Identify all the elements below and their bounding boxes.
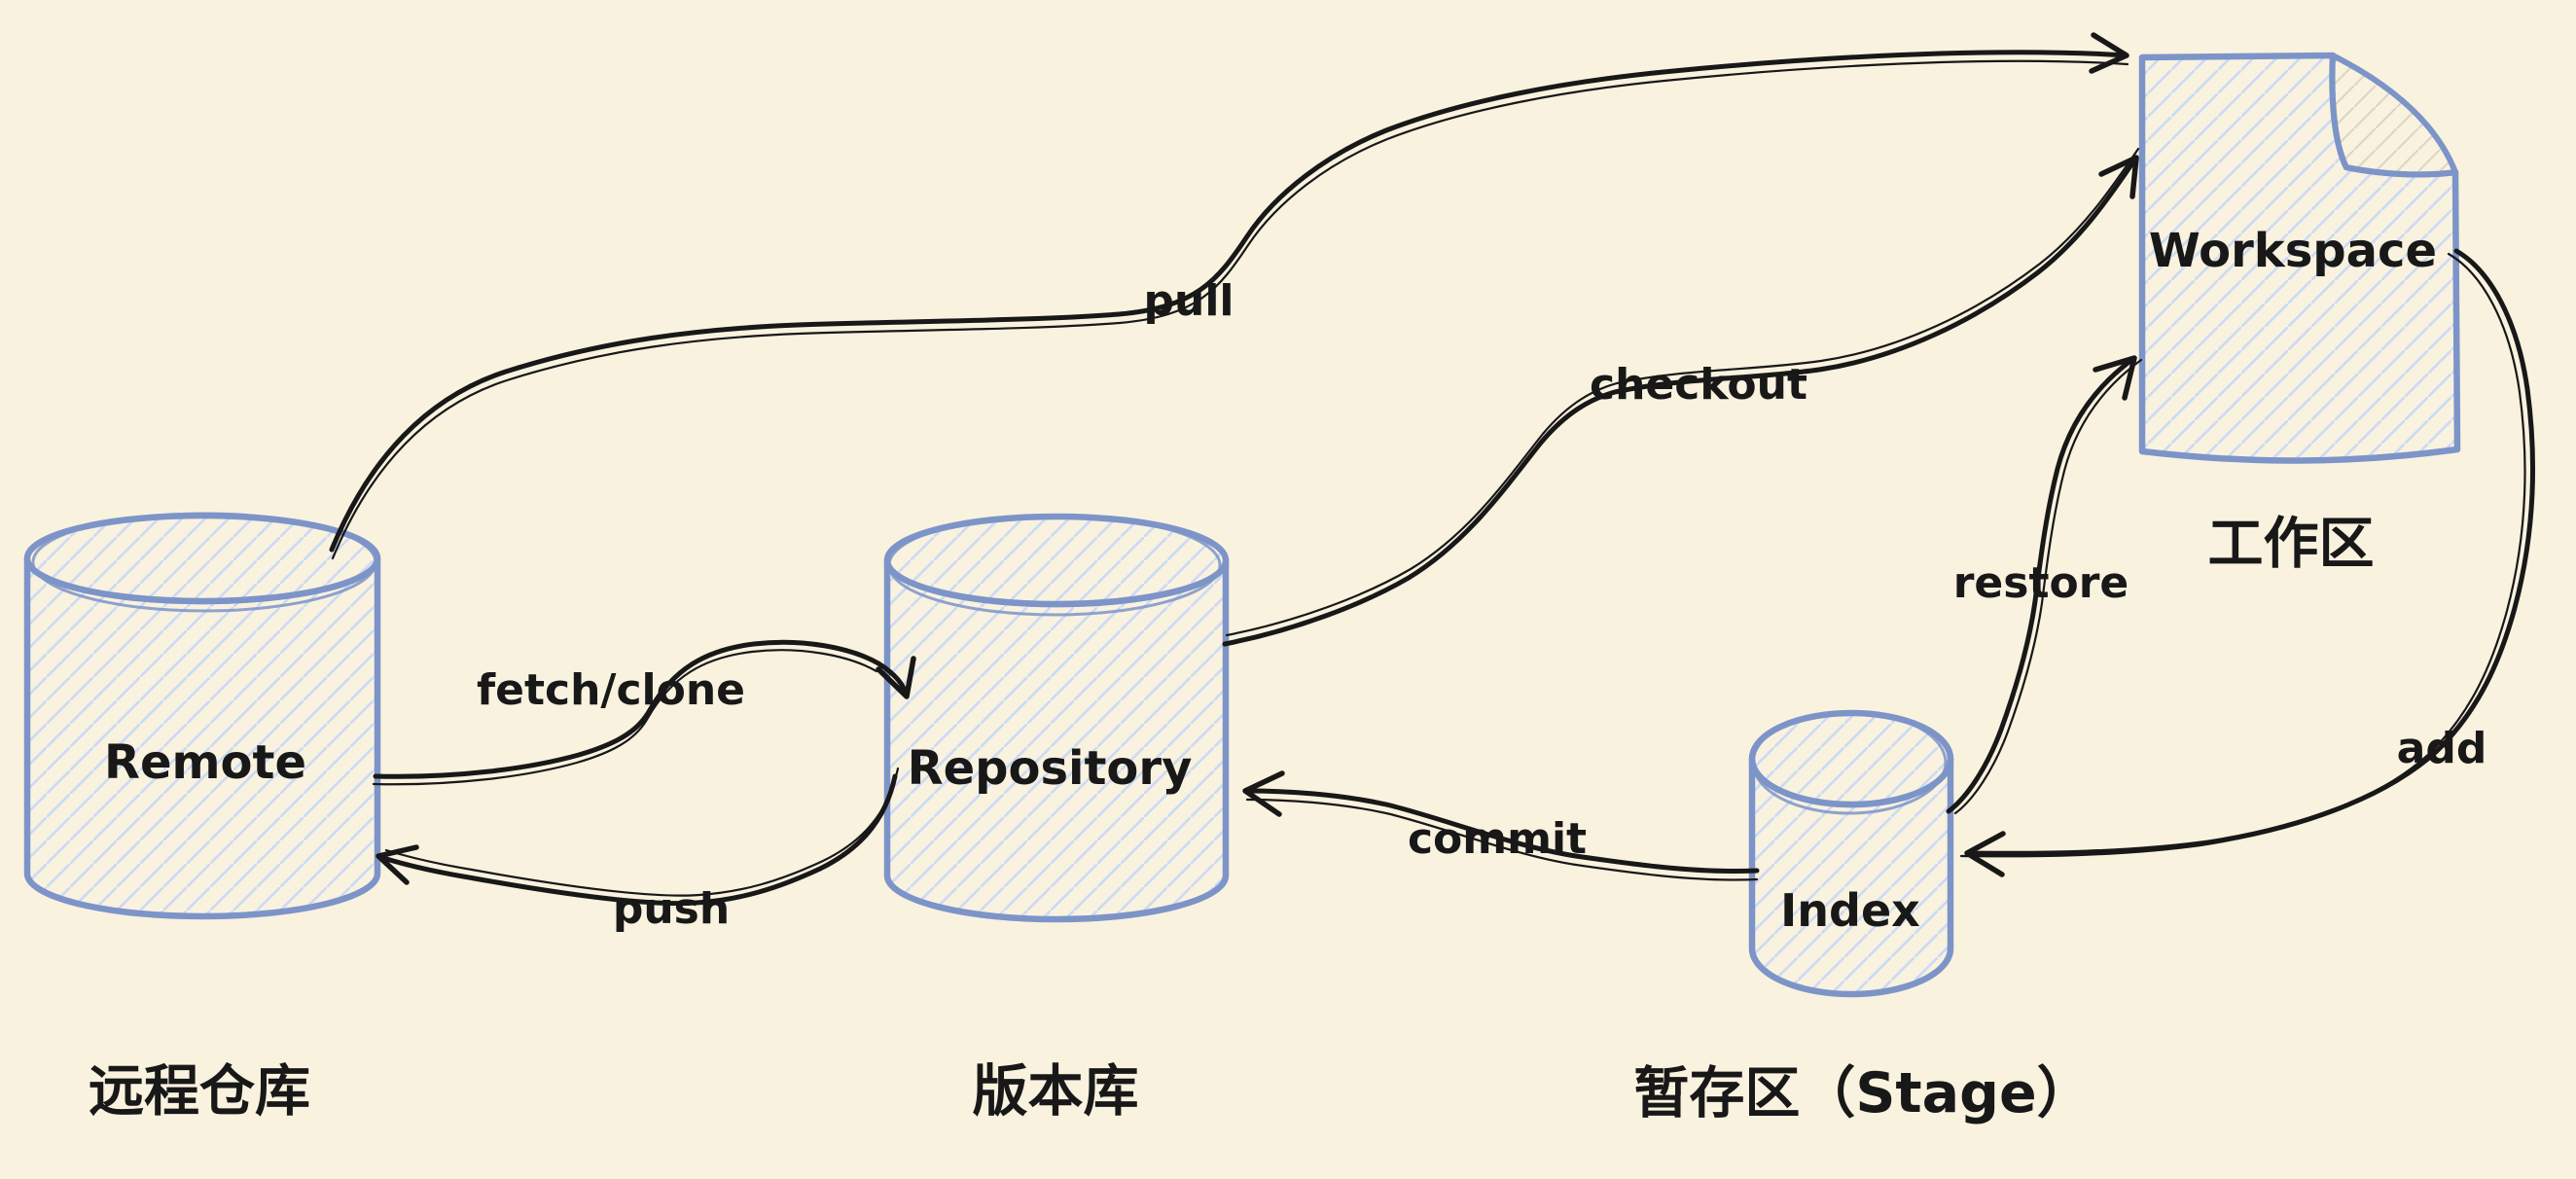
commit-arrowhead xyxy=(1242,770,1285,817)
remote-cylinder-top xyxy=(23,512,381,605)
add-line-sketch xyxy=(1959,252,2526,858)
add-arrowhead xyxy=(1964,831,2006,877)
checkout-line-sketch xyxy=(1225,147,2140,637)
workspace-label: Workspace xyxy=(2149,224,2437,278)
edge-restore[interactable]: restore xyxy=(1946,355,2143,815)
index-cylinder-top-sketch xyxy=(1751,710,1948,815)
remote-caption[interactable]: 远程仓库 xyxy=(89,1059,310,1124)
checkout-line xyxy=(1222,155,2139,647)
push-arrowhead xyxy=(376,844,419,885)
edge-fetch-clone[interactable]: fetch/clone xyxy=(372,639,916,786)
pull-line-sketch xyxy=(331,59,2129,560)
node-index[interactable]: Index xyxy=(1748,709,1954,998)
edge-push[interactable]: push xyxy=(376,767,900,934)
pull-line xyxy=(329,50,2129,553)
commit-label: commit xyxy=(1408,814,1587,864)
push-label: push xyxy=(613,884,730,934)
workspace-folded-corner xyxy=(2329,53,2458,178)
push-line xyxy=(380,773,898,907)
edge-add[interactable]: add xyxy=(1959,248,2536,877)
node-remote[interactable]: Remote xyxy=(23,512,381,920)
edge-commit[interactable]: commit xyxy=(1242,770,1760,881)
node-workspace[interactable]: Workspace xyxy=(2138,52,2461,464)
checkout-arrowhead xyxy=(2098,155,2139,199)
add-label: add xyxy=(2397,724,2487,773)
add-line xyxy=(1966,248,2536,856)
restore-line-sketch xyxy=(1953,358,2143,815)
workspace-caption[interactable]: 工作区 xyxy=(2208,512,2375,576)
commit-line xyxy=(1244,788,1760,875)
restore-label: restore xyxy=(1953,558,2129,608)
remote-label: Remote xyxy=(104,735,306,790)
fetch-clone-line xyxy=(373,639,910,779)
fetch-clone-arrowhead xyxy=(876,656,916,699)
repository-label: Repository xyxy=(908,741,1193,796)
node-repository[interactable]: Repository xyxy=(883,513,1230,923)
index-caption[interactable]: 暂存区（Stage） xyxy=(1633,1061,2092,1125)
edge-checkout[interactable]: checkout xyxy=(1222,147,2140,647)
commit-line-sketch xyxy=(1245,798,1759,881)
checkout-label: checkout xyxy=(1590,360,1807,410)
restore-arrowhead xyxy=(2093,355,2137,401)
repository-caption[interactable]: 版本库 xyxy=(973,1059,1139,1124)
fetch-clone-line-sketch xyxy=(372,649,878,786)
push-line-sketch xyxy=(384,767,900,897)
pull-label: pull xyxy=(1144,276,1234,326)
index-label: Index xyxy=(1780,884,1920,937)
pull-arrowhead xyxy=(2089,32,2129,74)
edge-pull[interactable]: pull xyxy=(329,32,2129,560)
restore-line xyxy=(1946,355,2137,814)
remote-cylinder-top-sketch xyxy=(31,512,377,613)
fetch-clone-label: fetch/clone xyxy=(477,665,745,715)
repository-cylinder-top-sketch xyxy=(887,514,1222,617)
